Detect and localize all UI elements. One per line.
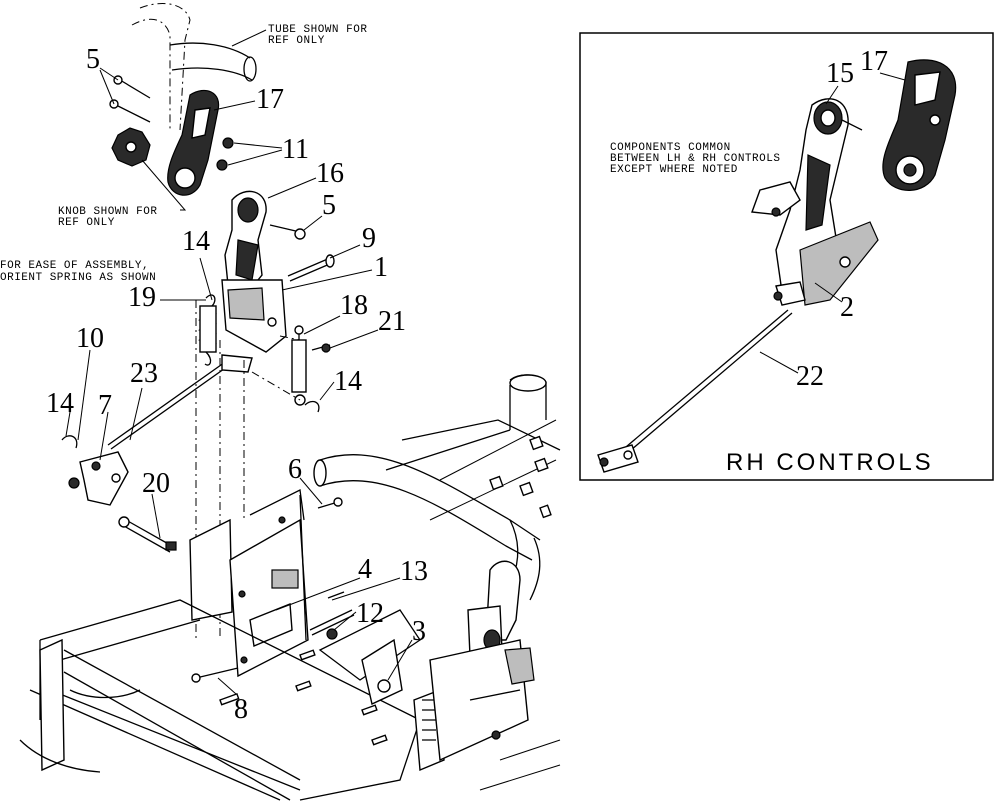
callout-7: 7 [98,390,112,421]
spring-note: FOR EASE OF ASSEMBLY, ORIENT SPRING AS S… [0,260,156,284]
tube-note-line-2: REF ONLY [268,35,325,47]
spring-note-line-2: ORIENT SPRING AS SHOWN [0,272,156,284]
lh-exploded-view: TUBE SHOWN FOR REF ONLY KNOB SHOWN FOR R… [0,3,561,801]
front-frame-drawing [19,638,301,801]
callout-6: 6 [288,454,302,485]
callout-5-bolt: 5 [322,190,336,221]
leader-15 [825,85,839,105]
callout-1: 1 [374,252,388,283]
callout-leaders [65,67,413,695]
common-note-line-1: COMPONENTS COMMON [610,142,731,154]
tube-note-line-1: TUBE SHOWN FOR [268,24,367,36]
bolt-6-drawing [317,497,343,509]
callout-3: 3 [412,616,426,647]
installed-rh-lever-drawing [429,560,535,762]
bracket-7-drawing [61,400,320,506]
leader-2 [814,282,843,303]
callout-14-upper: 14 [182,226,210,257]
common-components-note: COMPONENTS COMMON BETWEEN LH & RH CONTRO… [610,142,780,176]
common-note-line-2: BETWEEN LH & RH CONTROLS [610,153,780,165]
rh-control-lever-drawing [751,98,879,306]
pin-20-drawing [118,516,177,553]
common-note-line-3: EXCEPT WHERE NOTED [610,164,738,176]
floor-plate-drawing [29,599,445,801]
callout-23: 23 [130,358,158,389]
spring-19-drawing [197,294,218,366]
bolts-5-drawing [109,75,151,123]
rh-handle-grip-drawing [882,59,957,191]
bolts-13-12-8-drawing [191,591,355,683]
knob-note: KNOB SHOWN FOR REF ONLY [58,159,187,229]
tube-note: TUBE SHOWN FOR REF ONLY [231,24,367,47]
callout-19: 19 [128,282,156,313]
knob-drawing [111,127,151,167]
knob-note-line-1: KNOB SHOWN FOR [58,206,157,218]
callout-17-lh: 17 [256,84,284,115]
callout-13: 13 [400,556,428,587]
callout-18: 18 [340,290,368,321]
callout-8: 8 [234,694,248,725]
leader-22 [759,351,799,374]
lh-handle-grip-drawing [167,89,220,196]
spring-note-line-1: FOR EASE OF ASSEMBLY, [0,260,149,272]
callout-14-left: 14 [46,388,74,419]
callout-4: 4 [358,554,372,585]
reference-tube-drawing [131,3,257,131]
callout-12: 12 [356,598,384,629]
callout-11: 11 [282,134,309,165]
callout-17-rh: 17 [860,46,888,77]
callout-21: 21 [378,306,406,337]
nuts-11-drawing [216,137,234,171]
rh-panel-title: RH CONTROLS [726,449,934,476]
rh-control-rod-drawing [597,309,793,473]
callout-10: 10 [76,323,104,354]
callout-14-right: 14 [334,366,362,397]
callout-5-bolts: 5 [86,44,100,75]
callout-16: 16 [316,158,344,189]
callout-9: 9 [362,223,376,254]
callout-2: 2 [840,292,854,323]
rh-controls-panel: RH CONTROLS COMPONENTS COMMON BETWEEN LH… [579,32,994,481]
deck-slots-drawing [479,435,561,791]
mount-bracket-drawing [189,489,309,678]
callout-20: 20 [142,468,170,499]
leader-17b [879,72,906,81]
callout-15: 15 [826,58,854,89]
lh-control-lever-drawing [221,190,287,353]
knob-note-line-2: REF ONLY [58,217,115,229]
callout-22: 22 [796,361,824,392]
bolt-5b-and-pin-9-drawing [269,224,335,282]
damper-18-drawing [291,325,331,406]
